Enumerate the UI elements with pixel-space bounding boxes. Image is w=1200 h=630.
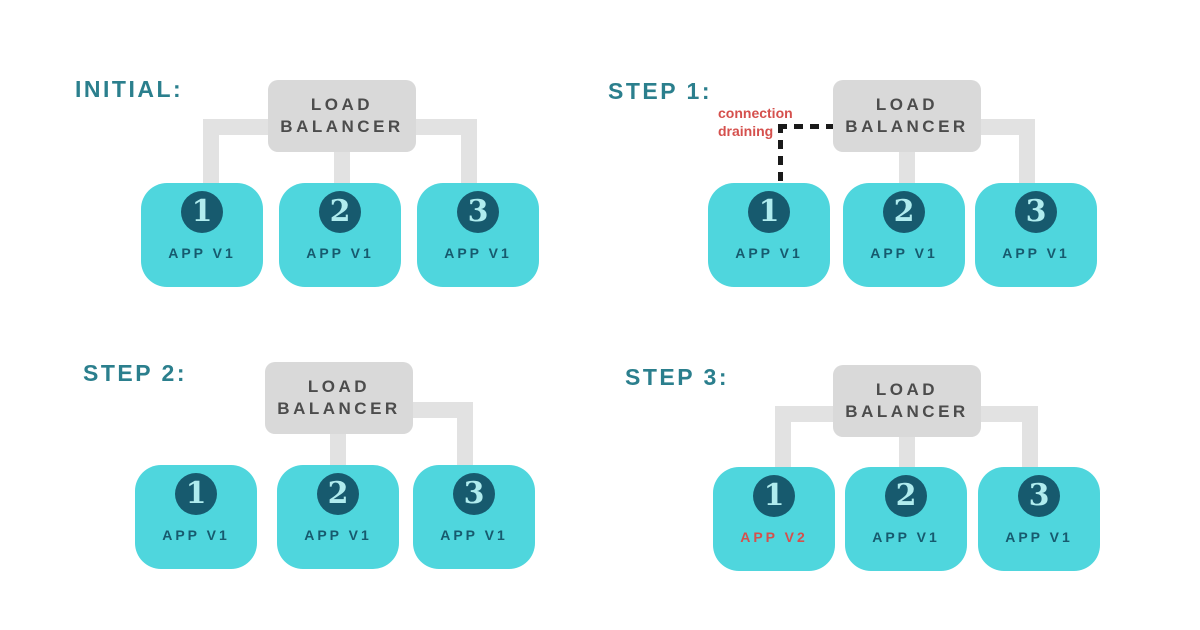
connector-left-horizontal bbox=[203, 119, 268, 135]
load-balancer-label-line2: BALANCER bbox=[845, 402, 969, 421]
app-number-badge: 1 bbox=[175, 473, 217, 515]
app-version-label: APP V1 bbox=[304, 527, 372, 543]
app-number-badge: 1 bbox=[748, 191, 790, 233]
app-number-badge: 2 bbox=[883, 191, 925, 233]
panel-step-3: STEP 3: LOAD BALANCER 1 APP V2 2 APP V1 … bbox=[600, 315, 1200, 630]
app-node-3: 3 APP V1 bbox=[975, 183, 1097, 287]
app-version-label: APP V1 bbox=[870, 245, 938, 261]
app-number-badge: 3 bbox=[453, 473, 495, 515]
app-version-label: APP V1 bbox=[168, 245, 236, 261]
app-node-3: 3 APP V1 bbox=[413, 465, 535, 569]
connection-draining-line1: connection bbox=[718, 105, 793, 121]
panel-heading: STEP 1: bbox=[608, 78, 712, 104]
app-number-badge: 3 bbox=[1018, 475, 1060, 517]
connector-left-vertical bbox=[203, 119, 219, 183]
app-number: 2 bbox=[893, 194, 915, 229]
load-balancer-box: LOAD BALANCER bbox=[265, 362, 413, 434]
app-number: 1 bbox=[191, 194, 213, 229]
app-number-badge: 1 bbox=[181, 191, 223, 233]
connector-middle bbox=[899, 436, 915, 467]
connector-right-vertical bbox=[457, 402, 473, 465]
load-balancer-label-line1: LOAD bbox=[307, 376, 371, 396]
app-node-3: 3 APP V1 bbox=[417, 183, 539, 287]
load-balancer-label-line2: BALANCER bbox=[277, 399, 401, 418]
panel-heading: INITIAL: bbox=[75, 76, 184, 102]
app-number: 1 bbox=[185, 476, 207, 511]
app-number-badge: 2 bbox=[885, 475, 927, 517]
app-number: 2 bbox=[895, 478, 917, 513]
draining-dashed-line-horizontal bbox=[778, 124, 833, 129]
app-node-2: 2 APP V1 bbox=[843, 183, 965, 287]
app-node-2: 2 APP V1 bbox=[277, 465, 399, 569]
app-number: 2 bbox=[329, 194, 351, 229]
panel-step-2: STEP 2: LOAD BALANCER 1 APP V1 2 APP V1 … bbox=[0, 315, 600, 630]
load-balancer-label-line1: LOAD bbox=[875, 94, 939, 114]
load-balancer-box: LOAD BALANCER bbox=[833, 80, 981, 152]
connection-draining-label: connection draining bbox=[718, 104, 793, 140]
app-number: 3 bbox=[1028, 478, 1050, 513]
app-number: 3 bbox=[467, 194, 489, 229]
panel-heading: STEP 3: bbox=[625, 364, 729, 390]
panel-step-1: STEP 1: connection draining LOAD BALANCE… bbox=[600, 0, 1200, 315]
app-number: 3 bbox=[463, 476, 485, 511]
app-number-badge: 1 bbox=[753, 475, 795, 517]
panel-heading: STEP 2: bbox=[83, 360, 187, 386]
connector-right-vertical bbox=[461, 119, 477, 183]
app-number: 1 bbox=[758, 194, 780, 229]
draining-dashed-line-vertical bbox=[778, 124, 783, 183]
app-version-label: APP V1 bbox=[872, 529, 940, 545]
app-version-label: APP V1 bbox=[444, 245, 512, 261]
app-node-2: 2 APP V1 bbox=[845, 467, 967, 571]
app-number: 2 bbox=[327, 476, 349, 511]
load-balancer-label-line1: LOAD bbox=[310, 94, 374, 114]
app-number-badge: 3 bbox=[457, 191, 499, 233]
connector-middle bbox=[330, 433, 346, 465]
connector-right-vertical bbox=[1022, 406, 1038, 467]
load-balancer-box: LOAD BALANCER bbox=[268, 80, 416, 152]
app-node-1: 1 APP V1 bbox=[141, 183, 263, 287]
connector-right-vertical bbox=[1019, 119, 1035, 183]
app-number-badge: 2 bbox=[317, 473, 359, 515]
app-version-label: APP V1 bbox=[440, 527, 508, 543]
load-balancer-label-line2: BALANCER bbox=[845, 117, 969, 136]
connector-middle bbox=[334, 151, 350, 183]
app-node-3: 3 APP V1 bbox=[978, 467, 1100, 571]
app-version-label-v2: APP V2 bbox=[740, 529, 808, 545]
app-version-label: APP V1 bbox=[1002, 245, 1070, 261]
load-balancer-label-line1: LOAD bbox=[875, 379, 939, 399]
connector-middle bbox=[899, 151, 915, 183]
app-number: 3 bbox=[1025, 194, 1047, 229]
app-version-label: APP V1 bbox=[1005, 529, 1073, 545]
load-balancer-box: LOAD BALANCER bbox=[833, 365, 981, 437]
panel-initial: INITIAL: LOAD BALANCER 1 APP V1 2 APP V1… bbox=[0, 0, 600, 315]
load-balancer-label-line2: BALANCER bbox=[280, 117, 404, 136]
connector-left-vertical bbox=[775, 406, 791, 467]
app-number: 1 bbox=[763, 478, 785, 513]
app-version-label: APP V1 bbox=[735, 245, 803, 261]
app-node-1: 1 APP V1 bbox=[135, 465, 257, 569]
app-node-2: 2 APP V1 bbox=[279, 183, 401, 287]
app-version-label: APP V1 bbox=[162, 527, 230, 543]
app-version-label: APP V1 bbox=[306, 245, 374, 261]
app-node-1: 1 APP V1 bbox=[708, 183, 830, 287]
app-number-badge: 2 bbox=[319, 191, 361, 233]
connection-draining-line2: draining bbox=[718, 123, 774, 140]
app-node-1-upgraded: 1 APP V2 bbox=[713, 467, 835, 571]
app-number-badge: 3 bbox=[1015, 191, 1057, 233]
